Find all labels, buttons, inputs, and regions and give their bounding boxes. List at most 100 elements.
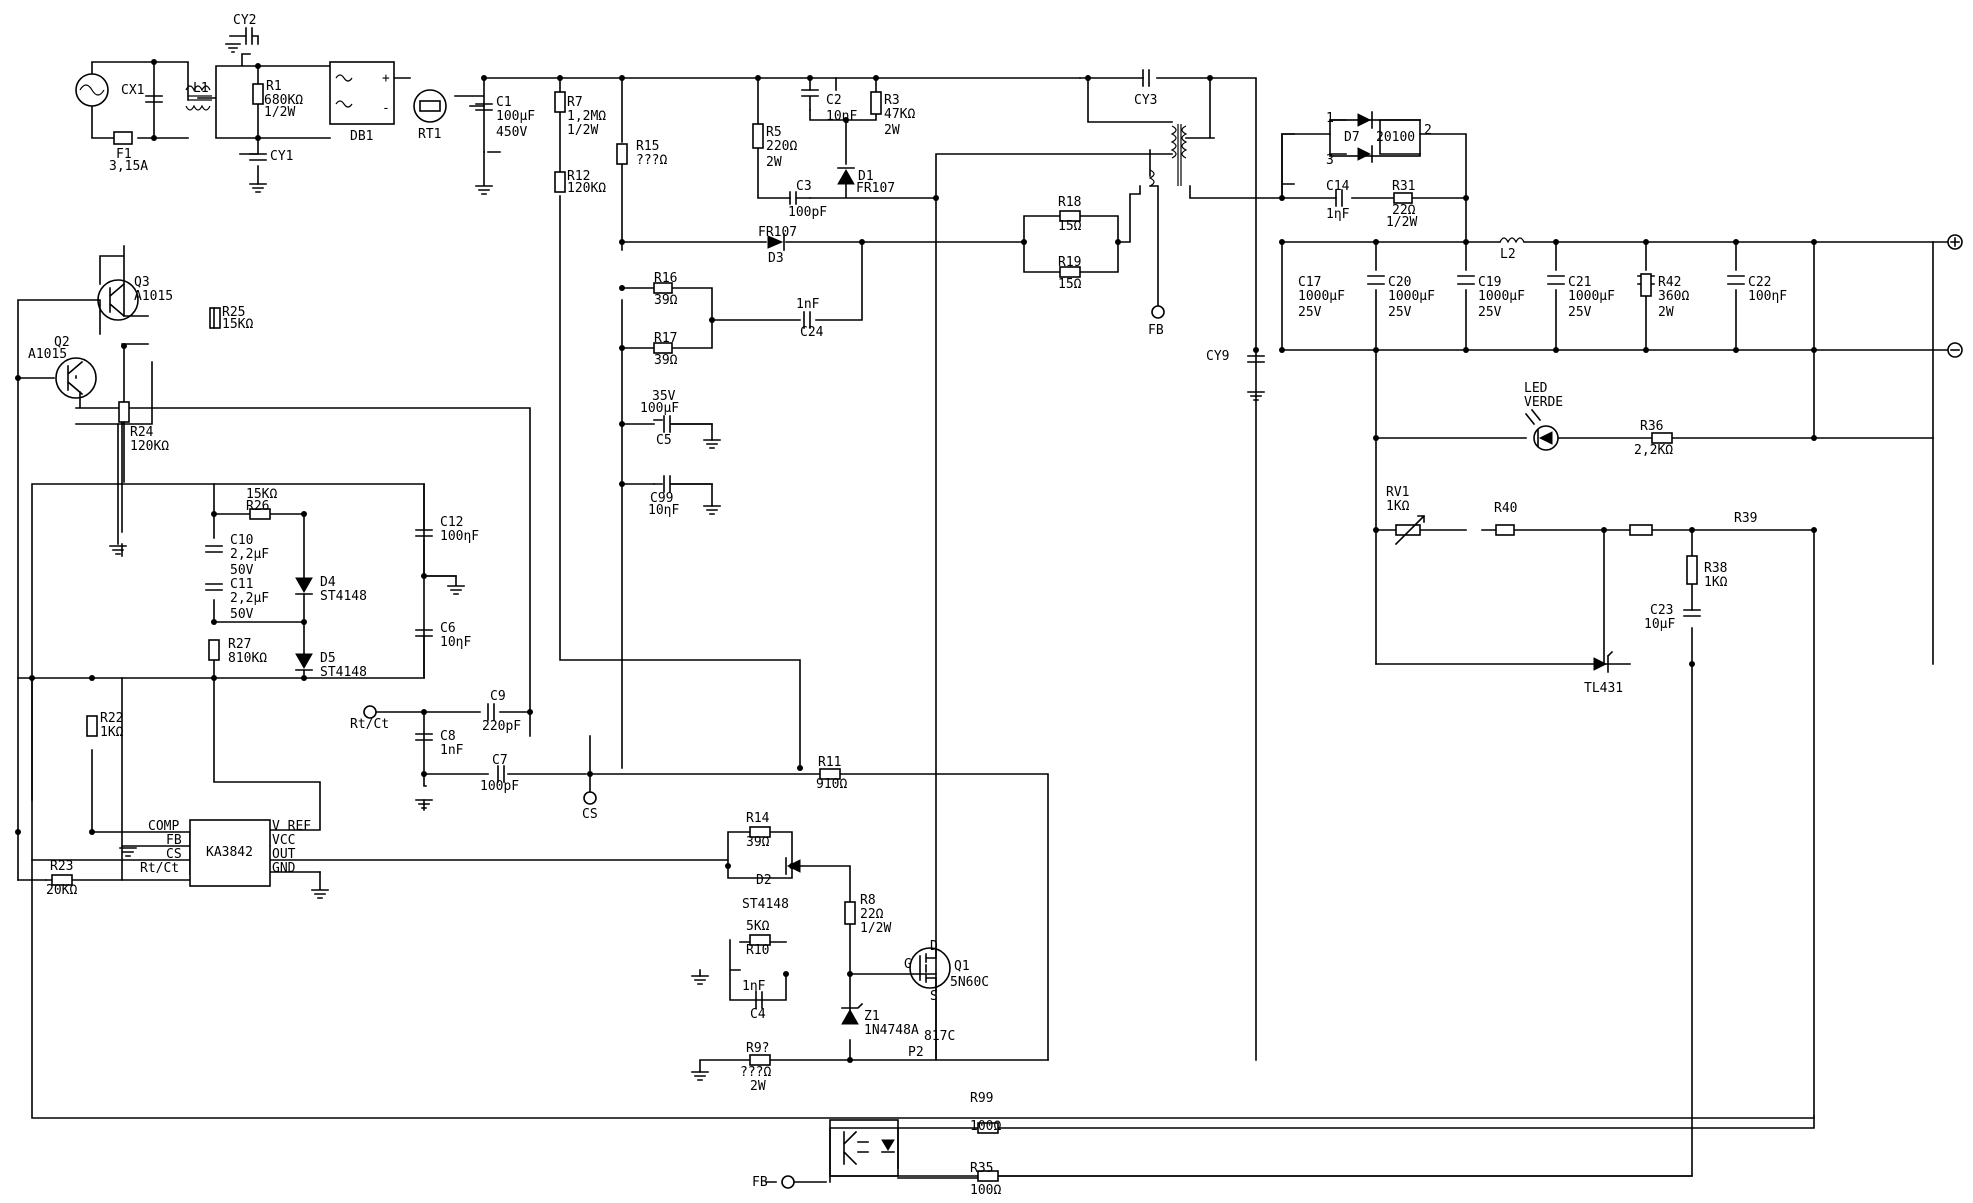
label-d1: D1 [858,169,874,184]
label-r15-value: ???Ω [636,153,667,168]
label-c19: C19 [1478,275,1501,290]
label-r8: R8 [860,893,876,908]
label-d3: D3 [768,251,784,266]
resistor-r17-symbol [653,342,673,354]
label-r12-value: 120KΩ [567,181,606,196]
label-l1: L1 [193,81,209,96]
label-db1-minus: - [382,101,390,116]
label-r42-value: 360Ω [1658,289,1689,304]
label-r3: R3 [884,93,900,108]
label-r7-power: 1/2W [567,123,598,138]
label-r10: R10 [746,943,769,958]
label-r18-value: 15Ω [1058,219,1082,234]
label-pin-vref: V REF [272,819,311,834]
label-r19: R19 [1058,255,1081,270]
label-c24-value: 1nF [796,297,820,312]
label-r38-value: 1KΩ [1704,575,1728,590]
label-q1-part: 5N60C [950,975,989,990]
label-r99: R99 [970,1091,993,1106]
label-r27: R27 [228,637,251,652]
label-r31-power: 1/2W [1386,215,1417,230]
resistor-r5-symbol [752,123,764,149]
label-led-verde: VERDE [1524,395,1563,410]
label-c12: C12 [440,515,463,530]
label-c19-value: 1000µF [1478,289,1525,304]
label-r19-value: 15Ω [1058,277,1082,292]
label-r36: R36 [1640,419,1663,434]
tl431-symbol [1593,657,1608,671]
label-q2-part: A1015 [28,347,67,362]
label-r15: R15 [636,139,659,154]
label-r3-power: 2W [884,123,900,138]
capacitor-cy3-symbol [1142,69,1150,87]
label-opto-part: 817C [924,1029,955,1044]
capacitor-c12-symbol [415,529,433,537]
label-r23-value: 20KΩ [46,883,77,898]
label-fb: FB [1148,323,1164,338]
resistor-r39-symbol [1629,524,1653,536]
label-c5-value: 100µF [640,401,679,416]
label-r11: R11 [818,755,841,770]
label-c23-value: 10µF [1644,617,1675,632]
capacitor-c23-symbol [1683,609,1701,617]
capacitor-c17-symbol [1367,275,1385,285]
label-r42: R42 [1658,275,1681,290]
capacitor-cy9-symbol [1247,355,1265,401]
label-z1: Z1 [864,1009,880,1024]
resistor-r14-symbol [749,826,771,838]
label-r7: R7 [567,95,583,110]
label-c17-voltage: 25V [1298,305,1322,320]
ic-ka3842-symbol [189,819,271,887]
label-r9-power: 2W [750,1079,766,1094]
label-c1-value: 100µF [496,109,535,124]
capacitor-cx1-symbol [145,95,163,103]
fuse-f1-symbol [113,131,133,145]
diode-d5-symbol [295,653,313,670]
label-q3: Q3 [134,275,150,290]
label-c20-voltage: 25V [1388,305,1412,320]
label-c11: C11 [230,577,253,592]
label-rv1: RV1 [1386,485,1409,500]
label-r22-value: 1KΩ [100,725,124,740]
diode-d7-symbol [1329,119,1421,157]
label-r11-value: 910Ω [816,777,847,792]
label-c9: C9 [490,689,506,704]
capacitors-c10-c11-symbol [205,545,223,591]
label-c99-value: 10ηF [648,503,679,518]
label-d7-part: 20100 [1376,130,1415,145]
label-pin-out: OUT [272,847,296,862]
label-r36-value: 2,2KΩ [1634,443,1673,458]
label-c8: C8 [440,729,456,744]
component-labels: CX1 L1 F1 3,15A CY2 CY1 R1 680KΩ 1/2W DB… [28,13,1787,1198]
ground-q2-emitter [109,307,215,555]
diode-d2-symbol [786,859,801,873]
resistor-r10-symbol [749,934,771,946]
label-r5-value: 220Ω [766,139,797,154]
label-c10-voltage: 50V [230,563,254,578]
inductor-l2-symbol [1499,237,1525,244]
capacitor-c7-symbol [497,765,505,783]
capacitor-c4-symbol [755,991,763,1009]
label-r40: R40 [1494,501,1517,516]
label-c4-value: 1ηF [742,979,766,994]
label-c7: C7 [492,753,508,768]
label-c22-value: 100ηF [1748,289,1787,304]
label-d7: D7 [1344,130,1360,145]
label-r23: R23 [50,859,73,874]
label-c8-value: 1nF [440,743,464,758]
opto-fb-terminal [781,1175,795,1189]
label-r25: R25 [222,305,245,320]
label-r7-value: 1,2MΩ [567,109,606,124]
resistor-r12-symbol [554,171,566,193]
label-f1: F1 [116,147,132,162]
led-verde-symbol [1524,408,1559,451]
label-r16: R16 [654,271,677,286]
label-q3-part: A1015 [134,289,173,304]
label-rt1: RT1 [418,127,441,142]
label-cy1: CY1 [270,149,293,164]
label-c1-voltage: 450V [496,125,527,140]
resistor-r11-symbol [819,768,841,780]
label-c21-voltage: 25V [1568,305,1592,320]
cs-terminal [583,791,597,805]
